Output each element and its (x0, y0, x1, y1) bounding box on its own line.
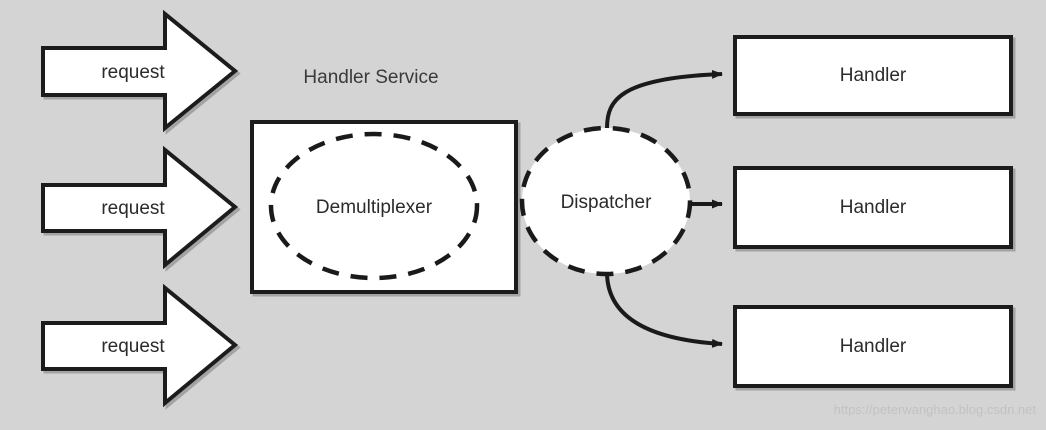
request-arrow-3 (41, 283, 239, 408)
request-arrow-shape-3 (41, 283, 239, 408)
watermark-url: https://peterwanghao.blog.csdn.net (834, 402, 1037, 417)
request-label-3: request (101, 336, 165, 357)
request-label-1: request (101, 62, 165, 83)
handler-service-title: Handler Service (303, 67, 438, 88)
dispatcher-label: Dispatcher (561, 192, 652, 213)
handler-label-3: Handler (840, 336, 907, 357)
handler-rect-1 (733, 35, 1013, 116)
handler-label-2: Handler (840, 197, 907, 218)
handler-box-2 (733, 166, 1013, 249)
request-arrow-1 (41, 9, 239, 133)
demultiplexer-label: Demultiplexer (316, 197, 433, 218)
connector-dispatcher-to-handler-top (605, 69, 723, 129)
handler-rect-2 (733, 166, 1013, 249)
connector-dispatcher-to-handler-bottom (605, 271, 723, 348)
handler-rect-3 (733, 305, 1013, 388)
demultiplexer-ellipse (268, 131, 480, 281)
request-arrow-shape-1 (41, 9, 239, 133)
request-label-2: request (101, 198, 165, 219)
request-arrow-2 (41, 145, 239, 270)
request-arrow-shape-2 (41, 145, 239, 270)
handler-box-1 (733, 35, 1013, 116)
handler-label-1: Handler (840, 65, 907, 86)
handler-box-3 (733, 305, 1013, 388)
